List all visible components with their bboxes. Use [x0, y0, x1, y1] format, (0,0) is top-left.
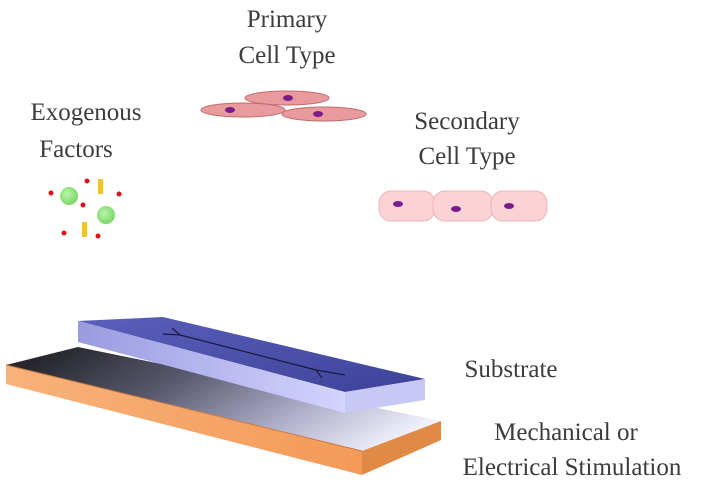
primary-cell	[200, 102, 286, 118]
base-plate-top	[6, 347, 441, 451]
cell-nucleus	[393, 201, 403, 207]
primary-cell	[281, 106, 367, 122]
factor-dot	[80, 202, 86, 208]
exogenous-label-line1: Exogenous	[30, 99, 141, 126]
stimulation-label-line2: Electrical Stimulation	[463, 454, 682, 481]
growth-factor-sphere	[60, 187, 78, 205]
primary-cell-label-line1: Primary	[247, 6, 328, 33]
cell-nucleus	[451, 206, 461, 212]
primary-cell-label-line2: Cell Type	[238, 42, 335, 69]
factor-dot	[95, 233, 101, 239]
substrate-side	[345, 379, 425, 413]
secondary-cell	[378, 190, 436, 222]
stimulation-label-line1: Mechanical or	[494, 419, 638, 446]
factor-dot	[84, 178, 90, 184]
base-plate-side	[362, 421, 441, 475]
factor-dot	[116, 191, 122, 197]
secondary-cell-label-line2: Cell Type	[418, 143, 515, 170]
factor-dot	[48, 190, 54, 196]
exogenous-label-line2: Factors	[39, 136, 113, 163]
factor-dot	[61, 230, 67, 236]
secondary-cell	[432, 190, 494, 222]
secondary-cell-label-line1: Secondary	[414, 108, 520, 135]
microchannel	[162, 327, 346, 379]
cell-nucleus	[225, 107, 235, 113]
primary-cell	[244, 90, 330, 106]
exogenous-factors	[48, 178, 122, 239]
secondary-cells	[378, 190, 548, 222]
cell-nucleus	[504, 203, 514, 209]
substrate-label: Substrate	[464, 356, 557, 383]
secondary-cell	[490, 190, 548, 222]
stimulation-base-plate	[5, 347, 441, 475]
cell-nucleus	[313, 111, 323, 117]
substrate-slab	[78, 317, 425, 413]
base-plate-front	[6, 365, 362, 475]
factor-rod	[82, 222, 87, 237]
factor-rod	[98, 179, 103, 194]
cell-nucleus	[283, 95, 293, 101]
substrate-front	[78, 321, 345, 413]
growth-factor-sphere	[97, 206, 115, 224]
primary-cells	[200, 90, 367, 122]
